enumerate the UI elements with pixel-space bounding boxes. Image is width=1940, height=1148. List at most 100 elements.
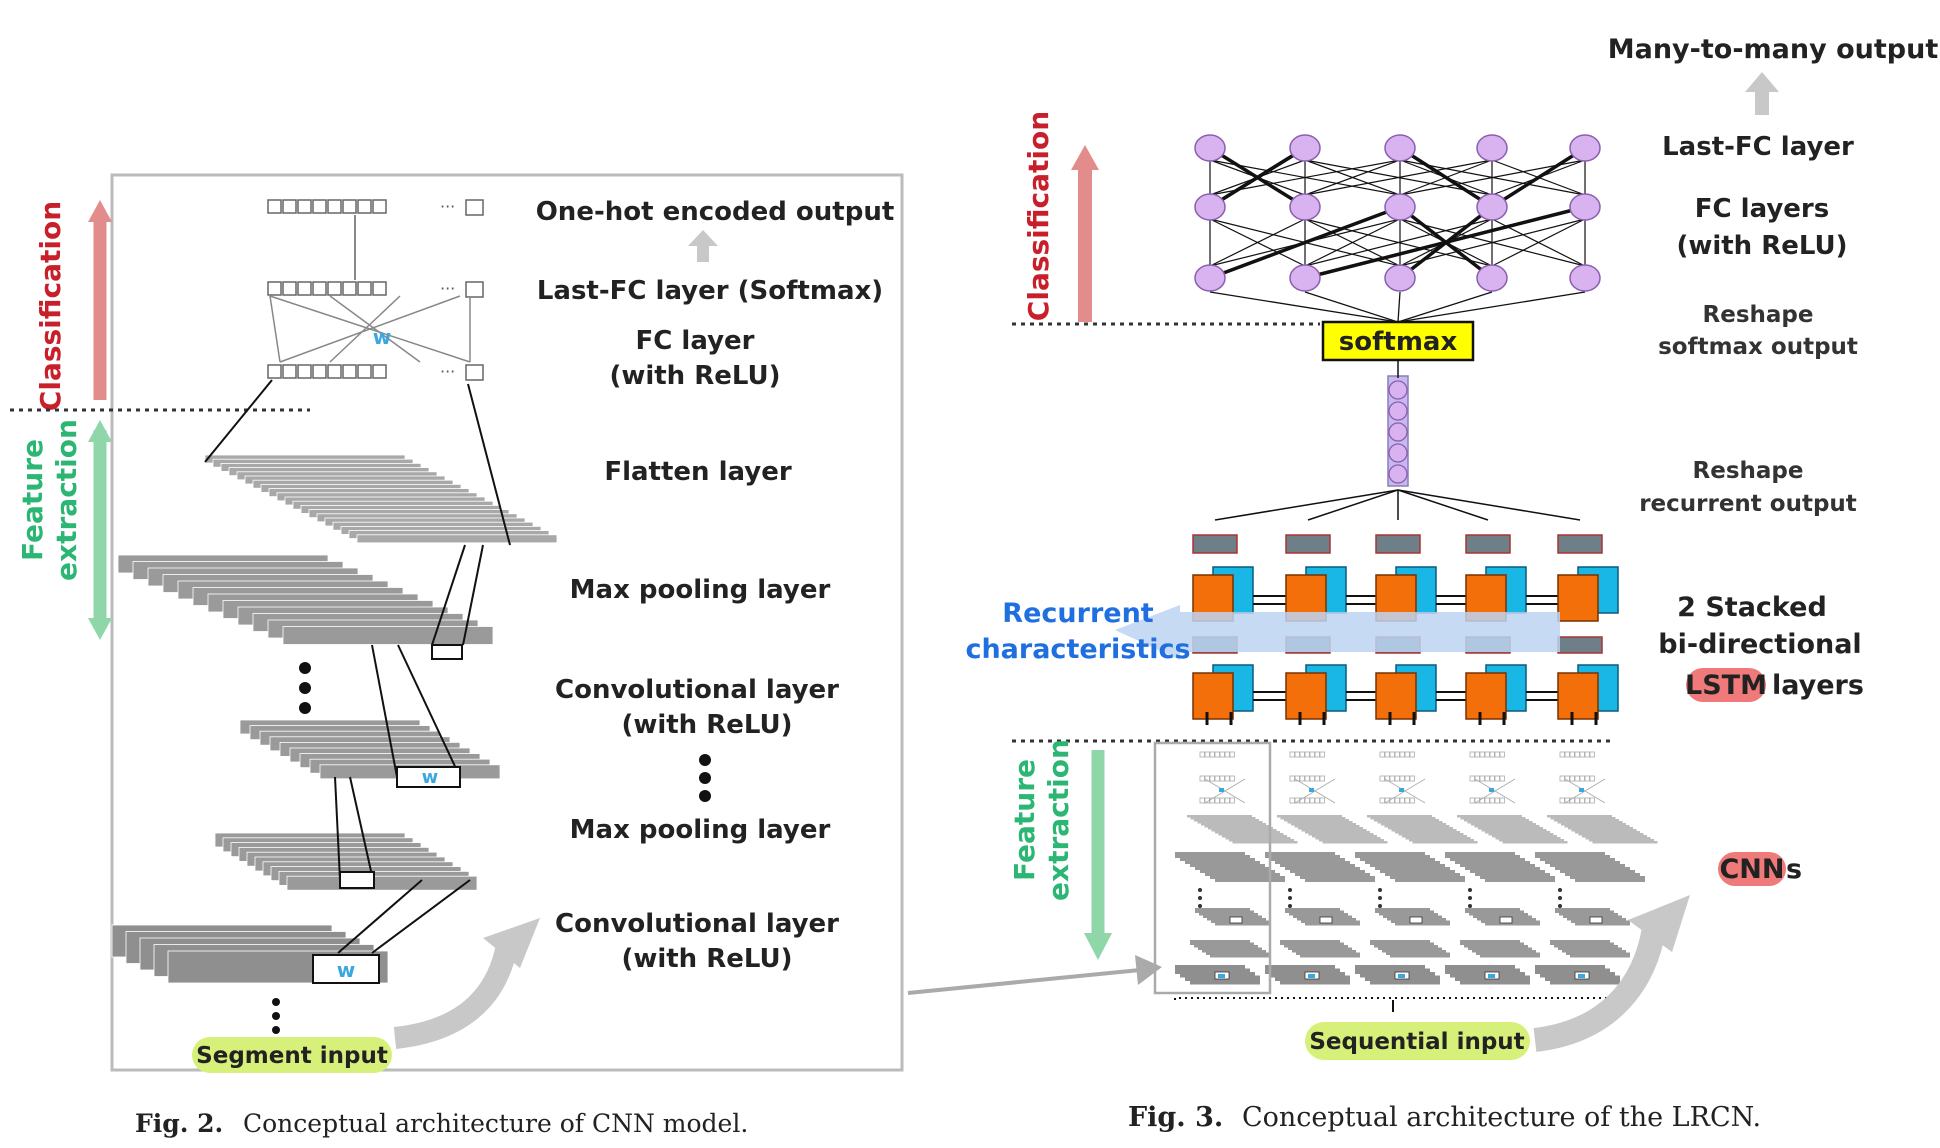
fig-connector-head [1135,955,1162,985]
mini-dot [1558,896,1562,900]
mini-fc-edge [1384,778,1426,804]
mini-fc-node [1394,797,1400,804]
mini-flatten [1409,839,1474,842]
mini-weight [1579,788,1584,792]
mini-fc-node [1394,775,1400,782]
mini-flatten [1204,825,1270,828]
mini-flatten [1280,817,1346,820]
mini-flatten [1457,815,1522,818]
mini-flatten [1460,817,1526,820]
mini-fc-node [1489,751,1495,758]
mini-fc-node [1574,797,1580,804]
fc-node [267,199,282,214]
mini-fc-node [1309,797,1315,804]
softmax-edge [1209,291,1399,323]
softmax-edge [1397,291,1493,323]
fc-edge [1304,159,1401,196]
mini-fc-node [1389,751,1395,758]
fc-node [1289,193,1321,221]
fig2-feature-label-2: extraction [50,419,83,581]
fig2-caption-number: Fig. 2. [135,1109,223,1138]
mini-flatten [1291,823,1356,826]
fc-row-ellipsis: ··· [440,362,455,381]
mini-fc-node [1224,751,1230,758]
mini-weight [1219,788,1224,792]
fig-connector-line [907,968,1141,995]
mini-conv-2 [1460,975,1530,985]
mini-flatten [1218,833,1284,836]
fc-node [312,281,327,296]
mini-flatten [1582,835,1647,838]
fig3-output-label: Many-to-many output [1608,34,1939,65]
mini-fc-node [1304,751,1310,758]
mini-fc-node [1214,797,1220,804]
fc-edge-strong [1209,205,1401,280]
mini-dot [1378,888,1382,892]
mini-fc-node [1294,775,1300,782]
lstm-cell-forward [1557,672,1599,720]
fig2-classification-arrowhead [88,200,112,222]
flatten-layer-slice [356,534,558,544]
fig2-fc-label-2: (with ReLU) [609,361,780,391]
mini-flatten [1301,829,1367,832]
mini-maxpool-2 [1210,952,1270,958]
mini-fc-node [1574,751,1580,758]
mini-fc-node [1469,751,1475,758]
mini-fc-node [1309,775,1315,782]
mini-fc-node [1404,775,1410,782]
mini-dot [1198,888,1202,892]
lstm-cell-forward [1285,672,1327,720]
fig2-output-label: One-hot encoded output [536,197,895,227]
fc-node [327,281,342,296]
fig2-fc-weight: w [373,325,391,349]
mini-flatten [1550,817,1616,820]
mini-flatten [1578,833,1644,836]
mini-conv [1575,920,1630,926]
mini-maxpool [1305,876,1375,882]
mini-flatten [1308,833,1374,836]
fig3-lstm-block [1192,534,1619,725]
mini-fc-node [1224,775,1230,782]
mini-fc-node [1379,797,1385,804]
mini-fc-node [1469,797,1475,804]
reshape-node [1388,422,1408,442]
fig2-last-fc-label: Last-FC layer (Softmax) [537,276,883,306]
fig3-recurrent-label-2: characteristics [965,634,1190,665]
mini-fc-node [1299,751,1305,758]
fc-node [1384,193,1416,221]
mini-flatten [1370,817,1436,820]
mini-dot [1468,896,1472,900]
fc-node [357,199,372,214]
recurrent-output-edge [1214,489,1399,521]
mini-conv [1305,920,1360,926]
fig3-cnns-suffix: s [1786,854,1802,885]
mini-fc-node [1319,797,1325,804]
lstm-output-gate [1465,534,1511,554]
mini-fc-node [1569,775,1575,782]
fc-node [372,281,387,296]
mini-flatten [1187,815,1252,818]
fig2-input-curve-head [483,918,540,968]
mini-fc-node [1379,775,1385,782]
mini-flatten [1575,831,1640,834]
mini-fc-node [1484,775,1490,782]
fc-edge-strong [1491,146,1586,209]
mini-fc-node [1399,775,1405,782]
fc-node [282,281,297,296]
mini-fc-node [1204,751,1210,758]
mini-flatten [1481,829,1547,832]
fig2-feature-arrowhead-top [88,420,112,442]
mini-fc-node [1404,797,1410,804]
lstm-cell-forward [1375,672,1417,720]
fc-row-ellipsis: ··· [440,197,455,216]
fig3-brace [1174,997,1613,1000]
mini-weight-2 [1308,974,1315,978]
mini-flatten [1589,839,1654,842]
fc-row-ellipsis: ··· [440,279,455,298]
lstm-output-gate [1192,534,1238,554]
mini-conv [1215,920,1270,926]
mini-fc-node [1209,751,1215,758]
mini-conv-window [1409,916,1423,924]
fig3-cnn-highlight-frame [1153,741,1272,995]
